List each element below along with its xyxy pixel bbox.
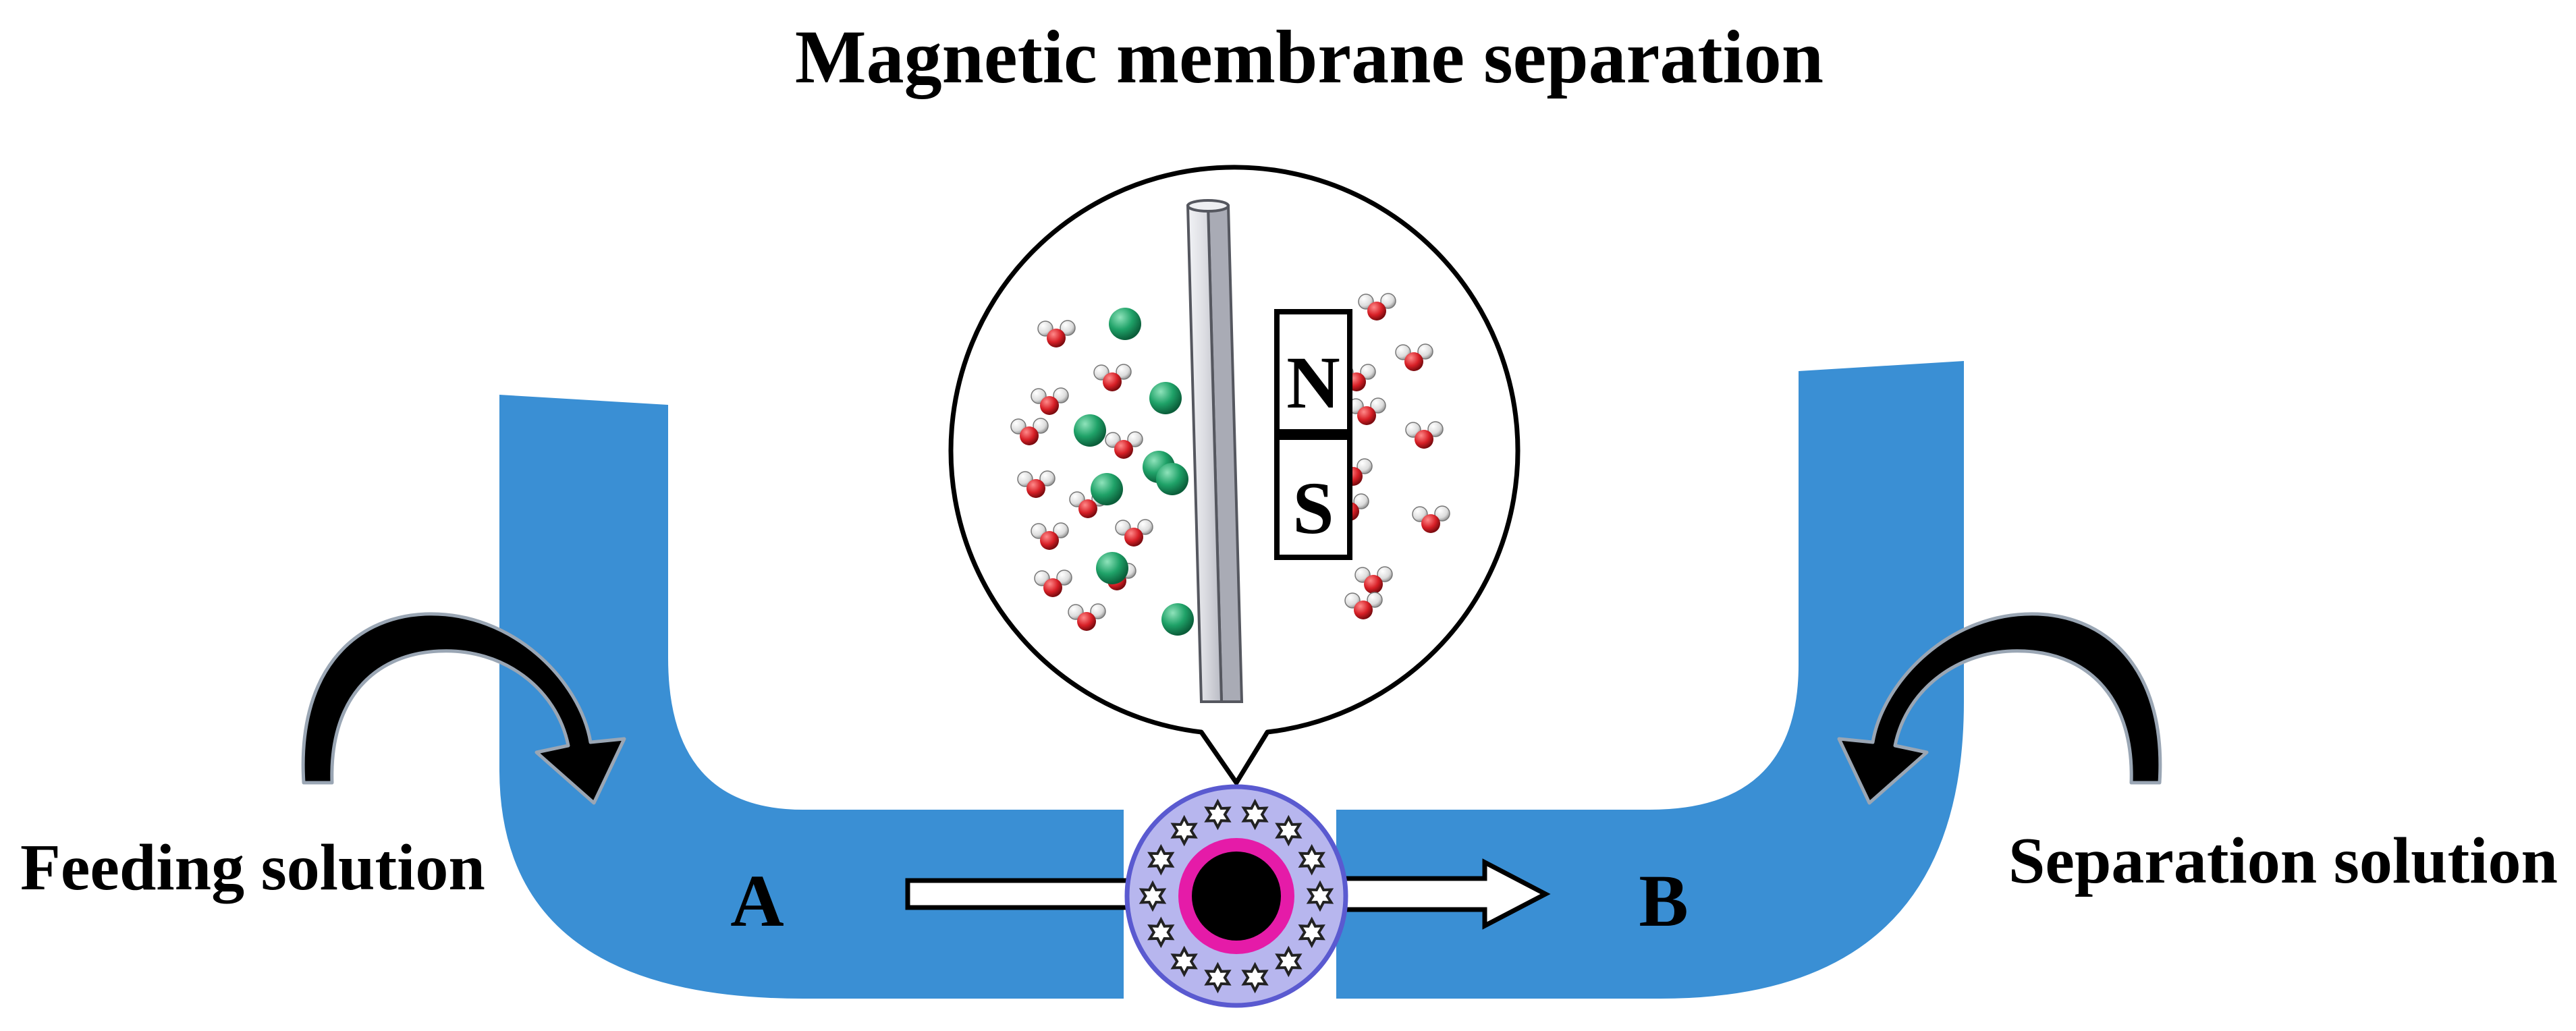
star-icon (1298, 916, 1325, 949)
magnet-north-label: N (1286, 341, 1340, 424)
chamber-a-label: A (730, 860, 784, 942)
magnet-north-pole (1274, 309, 1352, 435)
star-icon (1298, 843, 1325, 876)
star-icon (1139, 880, 1167, 912)
feed-curved-arrow-icon (301, 612, 626, 805)
star-icon (1241, 962, 1269, 994)
right-separation-channel (1336, 361, 1964, 999)
star-icon (1170, 814, 1198, 847)
flow-arrow-left (905, 878, 1150, 910)
left-feed-channel (499, 395, 1124, 999)
membrane-cross-section (1124, 784, 1348, 1008)
star-icon (1306, 880, 1334, 912)
star-icon (1147, 916, 1175, 949)
magnet-south-pole (1274, 435, 1352, 560)
chamber-b-label: B (1639, 860, 1688, 942)
star-icon (1241, 798, 1269, 831)
separation-curved-arrow-icon (1837, 612, 2162, 805)
magnet: N S (1274, 309, 1352, 560)
flow-arrow-right (1320, 858, 1551, 930)
feeding-solution-label: Feeding solution (20, 831, 485, 904)
star-icon (1275, 945, 1303, 978)
star-icon (1170, 945, 1198, 978)
separation-solution-label: Separation solution (2008, 825, 2558, 897)
star-icon (1204, 798, 1232, 831)
star-icon (1275, 814, 1303, 847)
membrane-disk (1186, 199, 1244, 703)
magnet-south-label: S (1292, 467, 1334, 549)
carrier-stars (1139, 798, 1334, 994)
star-icon (1147, 843, 1175, 876)
diagram-title: Magnetic membrane separation (795, 16, 1824, 99)
membrane-core (1192, 852, 1281, 941)
star-icon (1204, 962, 1232, 994)
